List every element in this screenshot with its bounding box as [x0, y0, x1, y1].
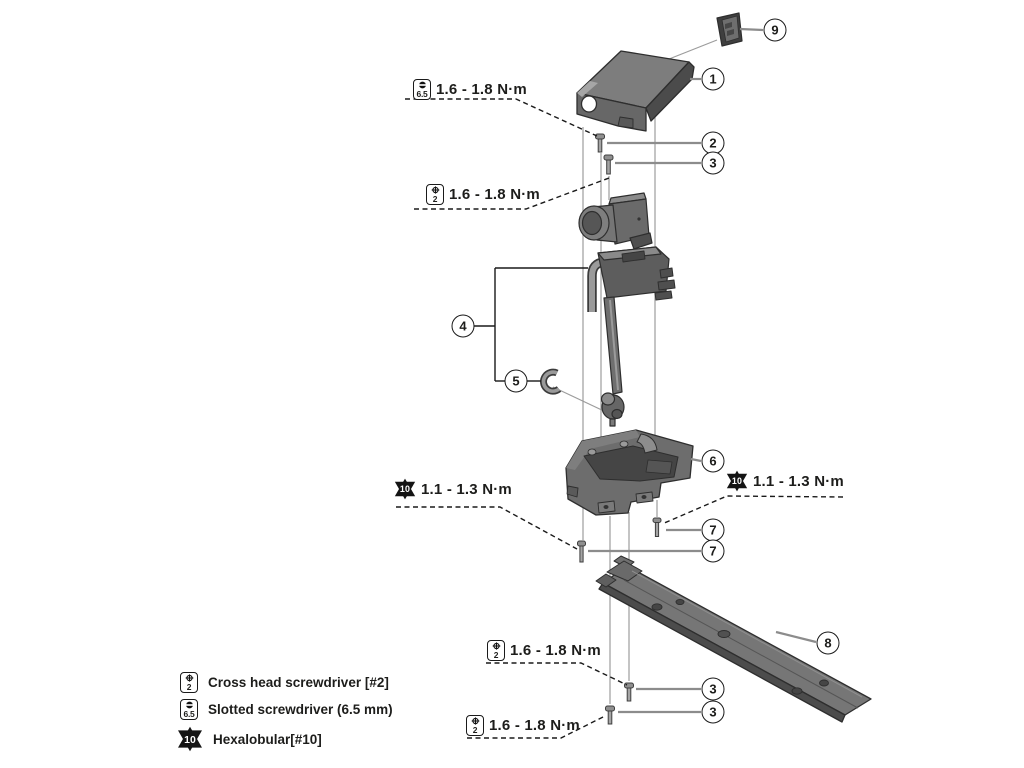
- torque-value: 1.6 - 1.8 N·m: [449, 186, 540, 203]
- callout-8-number: 8: [824, 635, 832, 651]
- torque-label-hex-right: 10 1.1 - 1.3 N·m: [726, 470, 844, 492]
- part-5-clip: [540, 368, 562, 395]
- tool-size: 6.5: [416, 88, 428, 99]
- callout-6-number: 6: [709, 453, 717, 469]
- legend-item-hexalobular: 10 Hexalobular[#10]: [177, 726, 322, 752]
- hexalobular-icon: 10: [178, 726, 202, 752]
- callout-3-number: 3: [709, 704, 717, 720]
- callout-3-number: 3: [709, 681, 717, 697]
- callout-3-upper: 3: [701, 151, 725, 175]
- hexalobular-icon: 10: [394, 478, 416, 500]
- callout-3-bottom: 3: [701, 700, 725, 724]
- cross-head-screwdriver-icon: 2: [180, 672, 198, 693]
- slotted-screwdriver-icon: 6.5: [180, 699, 198, 720]
- screw-3-bottom: [605, 705, 615, 725]
- callout-4-number: 4: [459, 318, 467, 334]
- tool-size: 10: [732, 476, 742, 486]
- callout-9: 9: [763, 18, 787, 42]
- legend-label: Slotted screwdriver (6.5 mm): [208, 702, 393, 717]
- tool-size: 6.5: [183, 708, 195, 719]
- callout-7-number: 7: [709, 522, 717, 538]
- legend-item-cross-head: 2 Cross head screwdriver [#2]: [180, 672, 389, 693]
- callout-4: 4: [451, 314, 475, 338]
- cross-head-screwdriver-icon: 2: [426, 184, 444, 205]
- torque-value: 1.6 - 1.8 N·m: [489, 717, 580, 734]
- torque-label-slotted-upper: 6.5 1.6 - 1.8 N·m: [413, 79, 527, 100]
- callout-5: 5: [504, 369, 528, 393]
- torque-value: 1.6 - 1.8 N·m: [436, 81, 527, 98]
- part-8-rail: [595, 555, 872, 723]
- callout-4-bracket: [474, 267, 588, 382]
- part-9-plate: [716, 12, 743, 47]
- slotted-screwdriver-icon: 6.5: [413, 79, 431, 100]
- screw-3-mid: [624, 682, 634, 702]
- legend-label: Hexalobular[#10]: [213, 731, 322, 747]
- callout-7-left: 7: [701, 539, 725, 563]
- callout-2-number: 2: [709, 135, 717, 151]
- screw-3-upper: [603, 154, 614, 175]
- torque-label-cross-upper: 2 1.6 - 1.8 N·m: [426, 184, 540, 205]
- tool-size: 10: [400, 484, 410, 494]
- callout-8: 8: [816, 631, 840, 655]
- motor-unit: [578, 192, 653, 250]
- callout-1: 1: [701, 67, 725, 91]
- torque-label-cross-lower-mid: 2 1.6 - 1.8 N·m: [487, 640, 601, 661]
- tool-size: 2: [493, 649, 499, 660]
- callout-5-number: 5: [512, 373, 520, 389]
- part-1-cover: [576, 50, 695, 132]
- torque-value: 1.1 - 1.3 N·m: [753, 472, 844, 490]
- torque-value: 1.1 - 1.3 N·m: [421, 480, 512, 498]
- screw-7-left: [577, 540, 586, 563]
- cross-head-screwdriver-icon: 2: [487, 640, 505, 661]
- screw-7-right: [652, 517, 662, 537]
- cross-screw-glyph: [185, 674, 193, 682]
- cross-screw-glyph: [471, 717, 479, 725]
- torque-label-cross-lower-bottom: 2 1.6 - 1.8 N·m: [466, 715, 580, 736]
- torque-value: 1.6 - 1.8 N·m: [510, 642, 601, 659]
- slotted-screw-glyph: [417, 81, 427, 89]
- hexalobular-icon: 10: [726, 470, 748, 492]
- callout-3-mid: 3: [701, 677, 725, 701]
- callout-7-right: 7: [701, 518, 725, 542]
- tool-size: 2: [186, 681, 192, 692]
- tool-size: 2: [432, 193, 438, 204]
- cross-screw-glyph: [431, 186, 439, 194]
- torque-dashed-lines: [396, 98, 844, 739]
- callout-9-number: 9: [771, 22, 779, 38]
- legend-label: Cross head screwdriver [#2]: [208, 675, 389, 690]
- legend-item-slotted: 6.5 Slotted screwdriver (6.5 mm): [180, 699, 393, 720]
- tool-size: 2: [472, 724, 478, 735]
- callout-leader-lines: [588, 27, 817, 714]
- screws: [577, 133, 662, 725]
- part-4-mechanism: [587, 246, 676, 427]
- callout-6: 6: [701, 449, 725, 473]
- tool-size: 10: [184, 734, 196, 746]
- cross-head-screwdriver-icon: 2: [466, 715, 484, 736]
- screw-2: [595, 133, 605, 153]
- callout-7-number: 7: [709, 543, 717, 559]
- part-6-housing: [565, 429, 694, 516]
- callout-1-number: 1: [709, 71, 717, 87]
- torque-label-hex-left: 10 1.1 - 1.3 N·m: [394, 478, 512, 500]
- slotted-screw-glyph: [184, 701, 194, 709]
- callout-3-number: 3: [709, 155, 717, 171]
- cross-screw-glyph: [492, 642, 500, 650]
